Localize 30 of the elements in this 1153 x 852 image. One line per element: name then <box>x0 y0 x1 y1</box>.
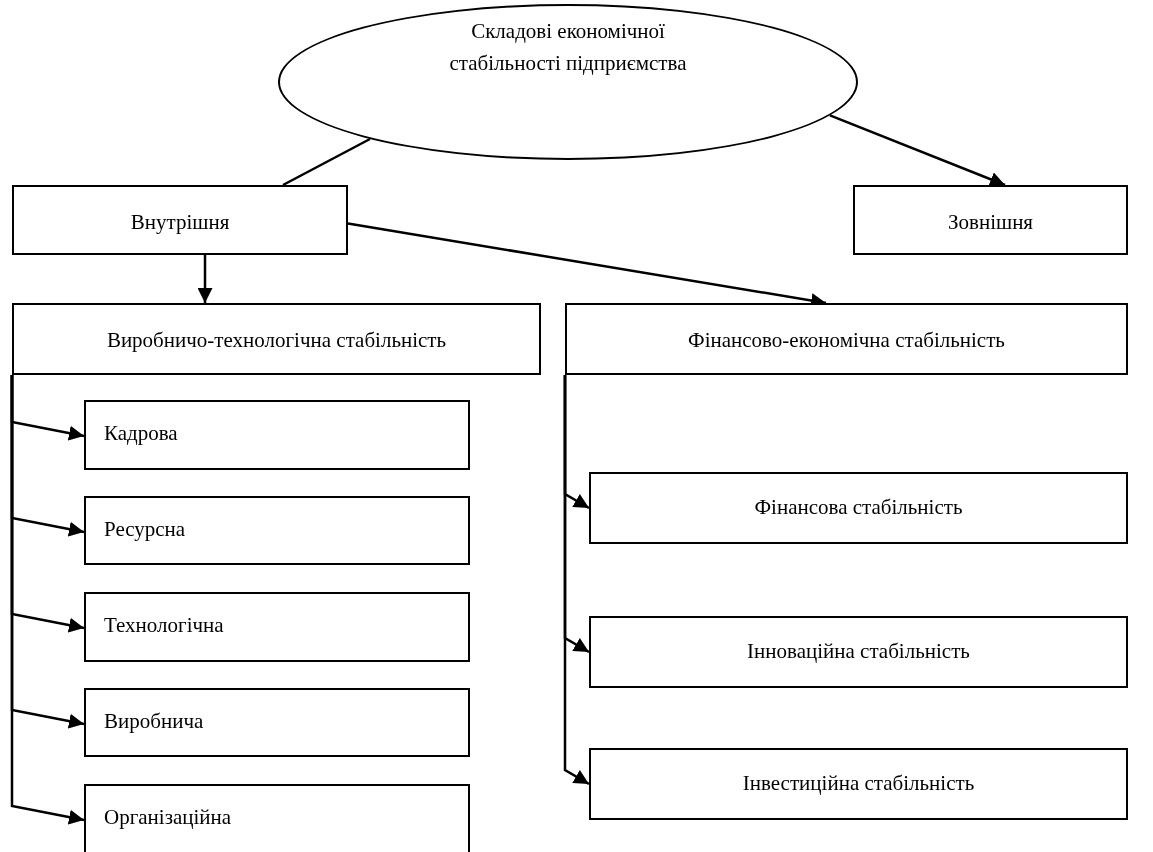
arrow <box>563 375 590 786</box>
text-box <box>12 303 541 375</box>
node-label: Складові економічної стабільності підприємства <box>448 18 688 77</box>
text-box <box>589 616 1128 688</box>
arrow <box>10 375 85 825</box>
text-box <box>84 592 470 662</box>
text-box <box>853 185 1128 255</box>
text-box <box>565 303 1128 375</box>
node-label: Фінансово-економічна стабільність <box>688 327 1005 354</box>
node-label: Виробнича <box>104 708 204 735</box>
node-label: Зовнішня <box>947 209 1034 236</box>
text-box <box>12 185 348 255</box>
node-label: Організаційна <box>104 804 232 831</box>
text-box <box>589 472 1128 544</box>
node-label: Виробничо-технологічна стабільність <box>106 327 447 354</box>
node-label: Внутрішня <box>130 209 230 236</box>
text-box <box>84 784 470 852</box>
text-box <box>84 400 470 470</box>
node-label: Фінансова стабільність <box>754 494 963 522</box>
node-label: Інноваційна стабільність <box>747 638 970 666</box>
node-label: Кадрова <box>104 420 178 447</box>
arrow <box>197 255 213 303</box>
node-label: Технологічна <box>104 612 224 639</box>
arrow <box>829 114 1006 187</box>
text-box <box>84 688 470 757</box>
connector-line <box>282 137 371 187</box>
text-box <box>589 748 1128 820</box>
text-box <box>84 496 470 565</box>
node-label: Ресурсна <box>104 516 186 543</box>
node-label: Інвестиційна стабільність <box>742 770 975 798</box>
